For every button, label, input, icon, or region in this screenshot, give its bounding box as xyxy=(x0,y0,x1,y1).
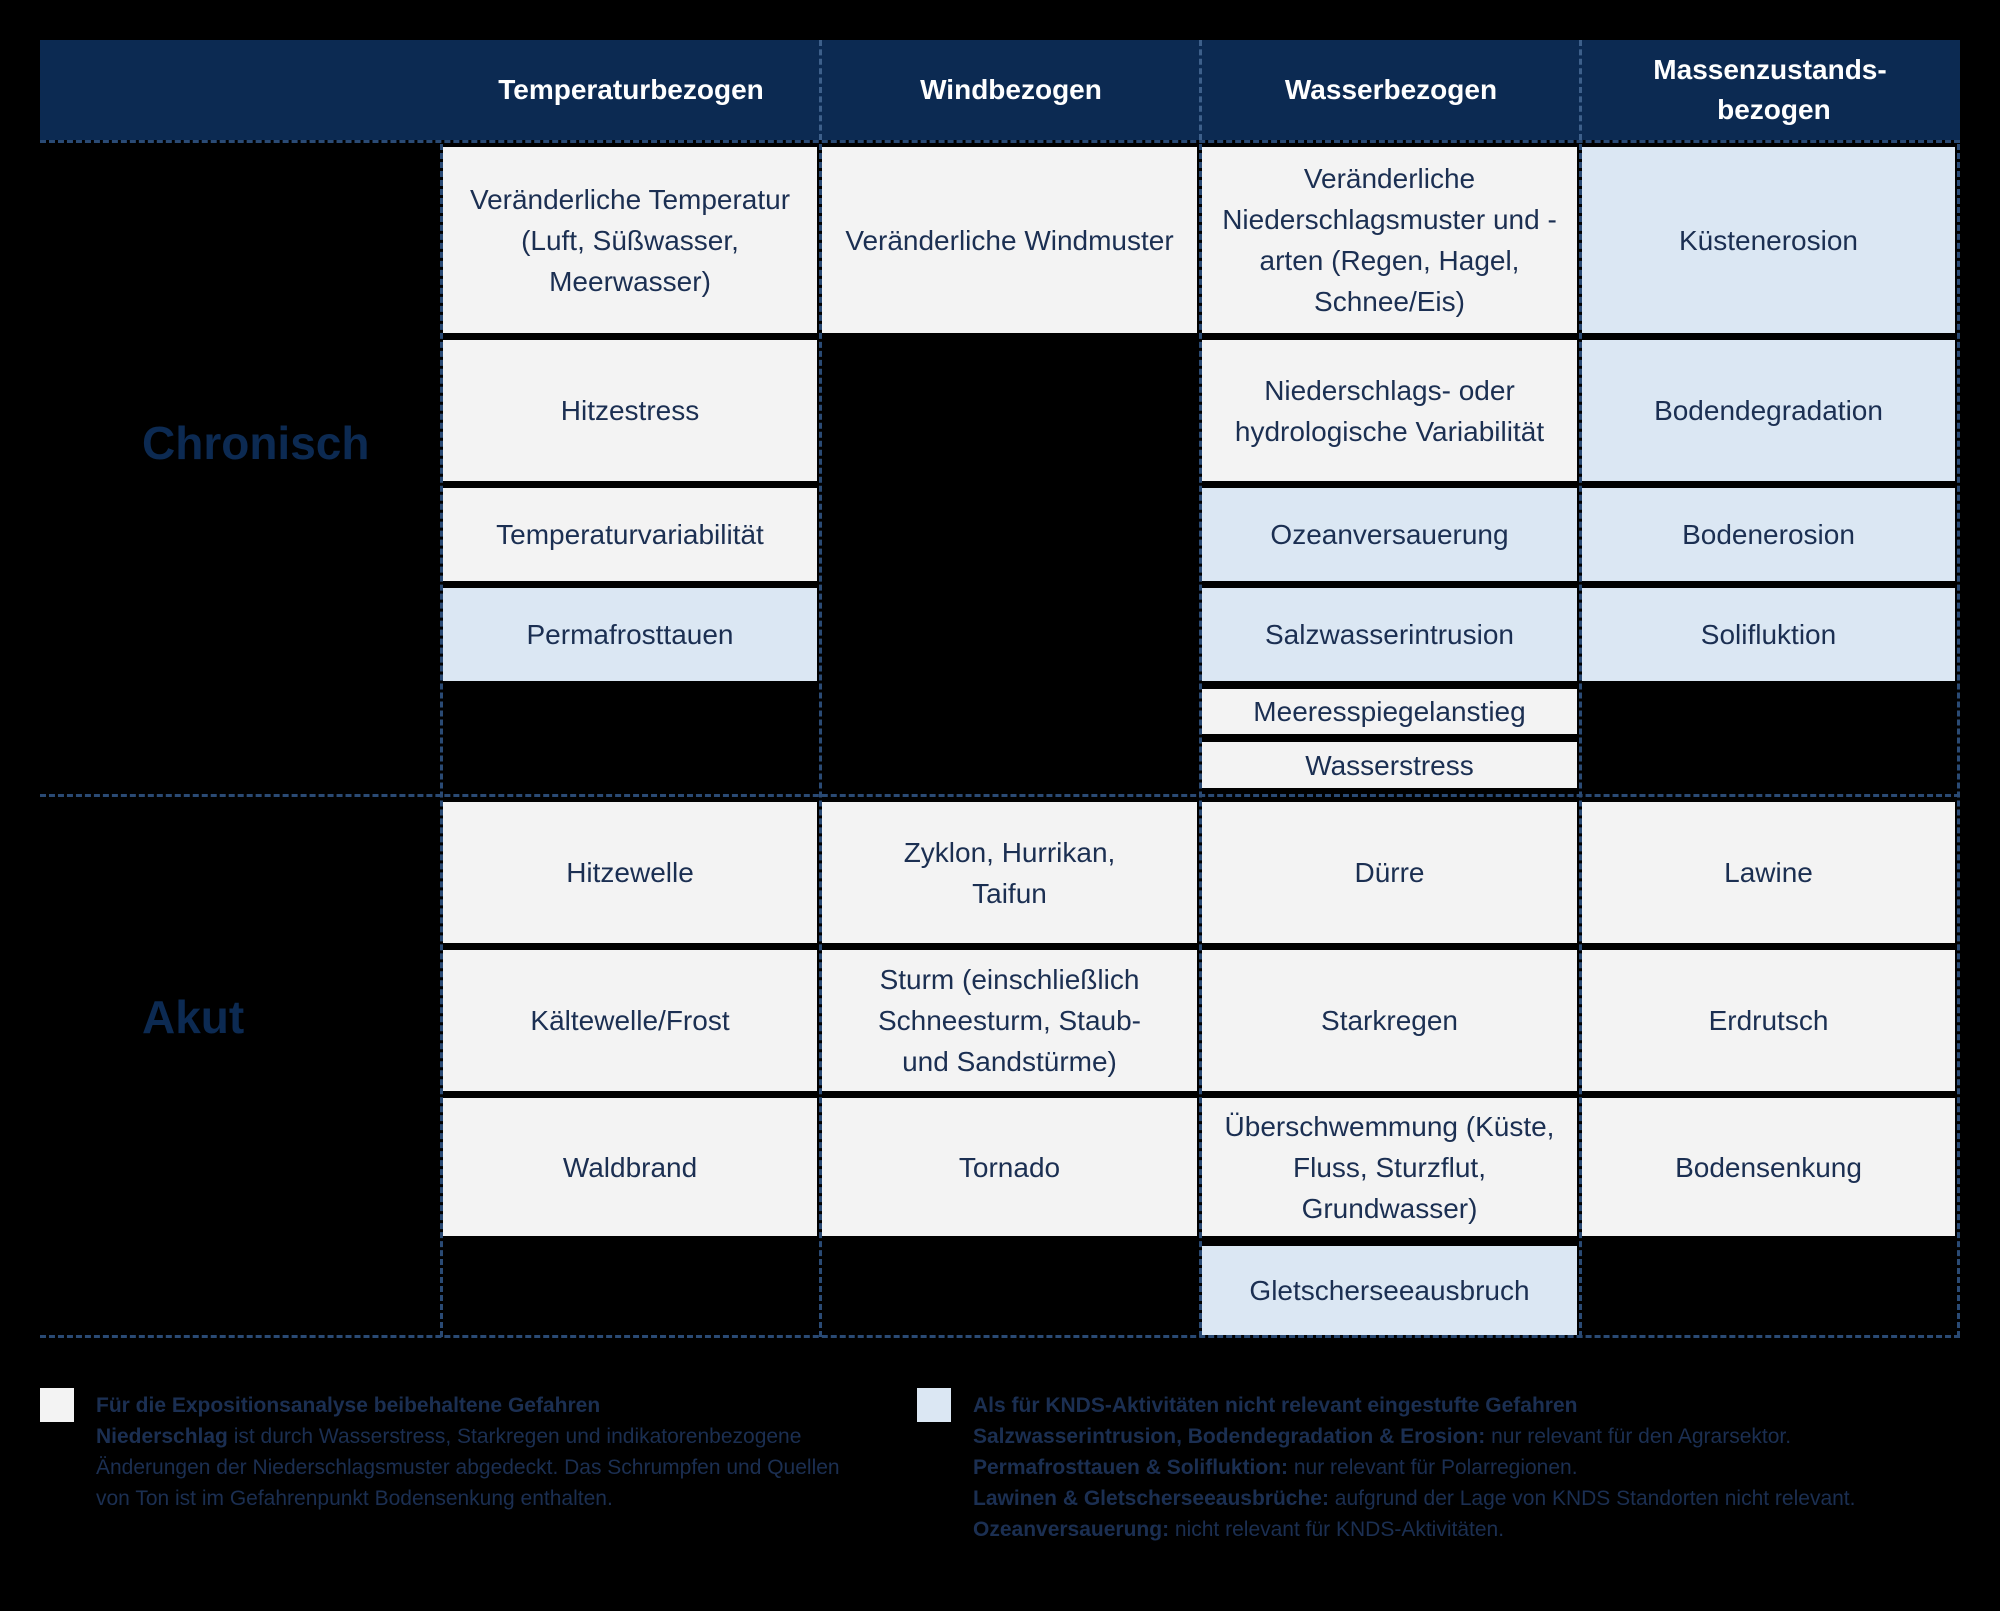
hazard-cell: Tornado xyxy=(822,1098,1197,1236)
hazard-cell: Ozeanversauerung xyxy=(1202,488,1577,581)
header-mass: Massenzustands- bezogen xyxy=(1653,54,1887,125)
header-temperature: Temperaturbezogen xyxy=(498,74,764,105)
header-divider xyxy=(819,40,822,140)
hazard-cell: Küstenerosion xyxy=(1582,147,1955,333)
legend-line: Salzwasserintrusion, Bodendegradation & … xyxy=(973,1425,1792,1448)
hazard-cell: Hitzestress xyxy=(443,340,817,481)
hazard-cell: Veränderliche Niederschlagsmuster und -a… xyxy=(1202,147,1577,333)
hazard-cell: Meeresspiegelanstieg xyxy=(1202,689,1577,734)
hazard-cell: Salzwasserintrusion xyxy=(1202,588,1577,681)
legend-line: Ozeanversauerung: nicht relevant für KND… xyxy=(973,1518,1505,1541)
grid-line xyxy=(1199,144,1202,1337)
hazard-cell: Solifluktion xyxy=(1582,588,1955,681)
grid-line xyxy=(40,1335,1960,1338)
hazard-cell: Überschwemmung (Küste, Fluss, Sturzflut,… xyxy=(1202,1098,1577,1236)
header-divider xyxy=(1579,40,1582,140)
hazard-cell: Veränderliche Temperatur (Luft, Süßwasse… xyxy=(443,147,817,333)
hazard-cell: Sturm (einschließlich Schneesturm, Staub… xyxy=(822,950,1197,1091)
row-label-chronic: Chronisch xyxy=(142,417,370,469)
grid-line xyxy=(1957,144,1960,1337)
hazard-cell: Starkregen xyxy=(1202,950,1577,1091)
legend-line: Permafrosttauen & Solifluktion: nur rele… xyxy=(973,1456,1578,1479)
grid-line xyxy=(40,140,1960,143)
header-wind: Windbezogen xyxy=(920,74,1102,105)
hazard-cell: Gletscherseeausbruch xyxy=(1202,1246,1577,1335)
hazard-cell: Bodendegradation xyxy=(1582,340,1955,481)
hazard-cell: Dürre xyxy=(1202,802,1577,943)
hazard-cell: Temperaturvariabilität xyxy=(443,488,817,581)
header-divider xyxy=(1199,40,1202,140)
hazard-cell: Bodenerosion xyxy=(1582,488,1955,581)
grid-line xyxy=(1579,144,1582,1337)
legend-not-relevant-title: Als für KNDS-Aktivitäten nicht relevant … xyxy=(973,1394,1578,1417)
hazard-cell: Niederschlags- oder hydrologische Variab… xyxy=(1202,340,1577,481)
hazard-cell: Waldbrand xyxy=(443,1098,817,1236)
legend-not-relevant: Als für KNDS-Aktivitäten nicht relevant … xyxy=(973,1390,1963,1545)
header-bar xyxy=(40,40,1960,140)
hazard-cell: Zyklon, Hurrikan, Taifun xyxy=(822,802,1197,943)
legend-retained-line: Niederschlag ist durch Wasserstress, Sta… xyxy=(96,1425,840,1510)
grid-line xyxy=(819,144,822,1337)
legend-line: Lawinen & Gletscherseeausbrüche: aufgrun… xyxy=(973,1487,1856,1510)
hazard-cell: Kältewelle/Frost xyxy=(443,950,817,1091)
legend-swatch-retained xyxy=(40,1388,74,1422)
hazard-cell: Permafrosttauen xyxy=(443,588,817,681)
hazard-cell: Bodensenkung xyxy=(1582,1098,1955,1236)
hazard-cell: Wasserstress xyxy=(1202,742,1577,788)
grid-line xyxy=(40,794,1960,797)
hazard-cell: Veränderliche Windmuster xyxy=(822,147,1197,333)
hazard-cell: Lawine xyxy=(1582,802,1955,943)
row-label-acute: Akut xyxy=(142,991,245,1043)
hazard-cell: Hitzewelle xyxy=(443,802,817,943)
legend-swatch-not-relevant xyxy=(917,1388,951,1422)
legend-retained-title: Für die Expositionsanalyse beibehaltene … xyxy=(96,1394,601,1417)
grid-line xyxy=(440,144,443,1337)
header-water: Wasserbezogen xyxy=(1284,74,1498,105)
legend-retained: Für die Expositionsanalyse beibehaltene … xyxy=(96,1390,876,1514)
hazard-cell: Erdrutsch xyxy=(1582,950,1955,1091)
